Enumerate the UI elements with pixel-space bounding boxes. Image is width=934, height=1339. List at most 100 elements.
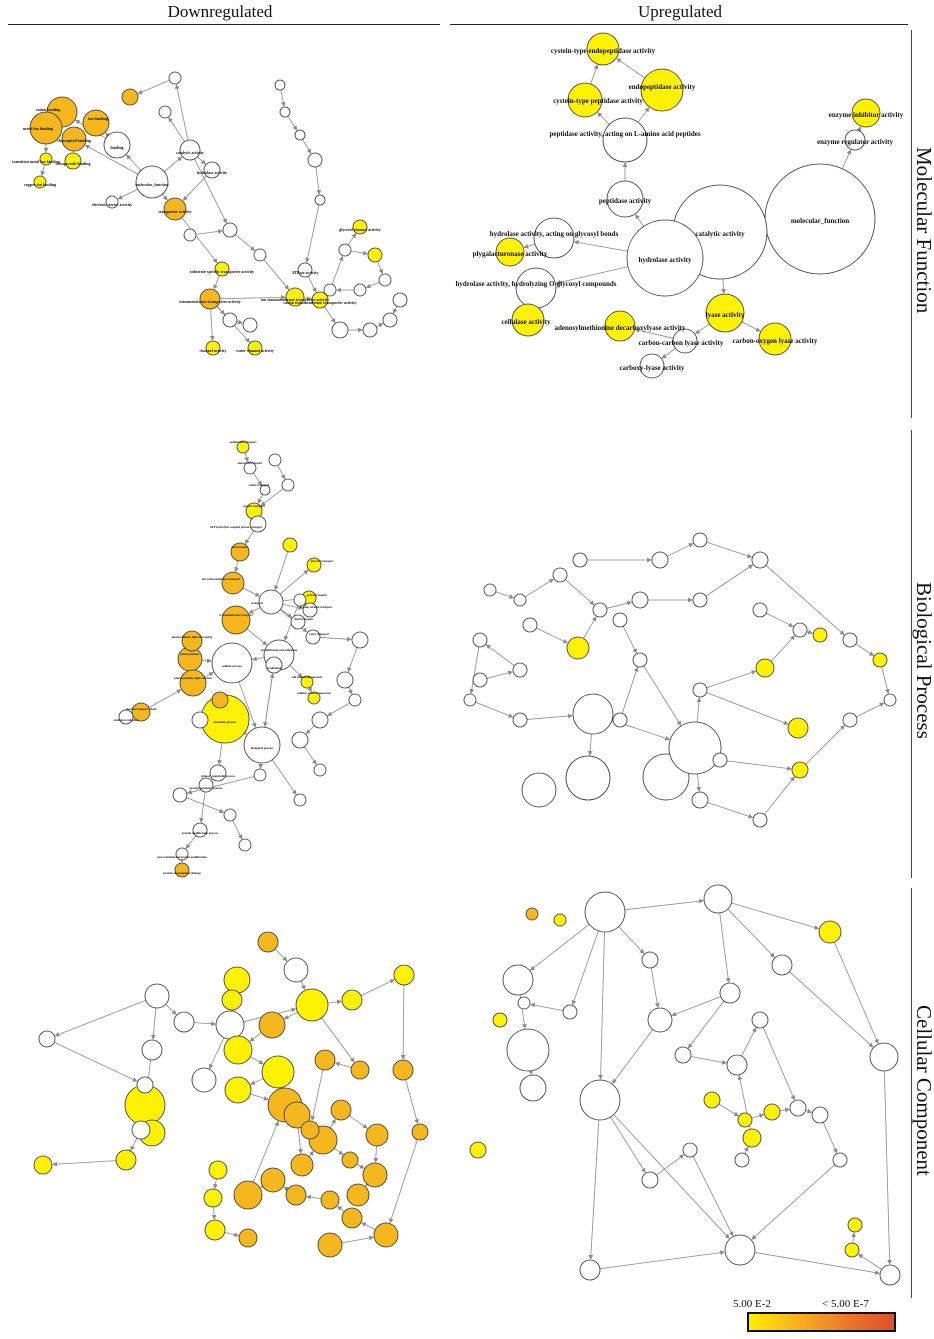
cc_up-node (525, 907, 539, 921)
mf_down-node (64, 152, 82, 170)
mf_down-node-label: metal ion binding (23, 126, 53, 131)
cc_down-node (350, 1060, 370, 1080)
bp_down-node (290, 614, 306, 630)
cc_down-edge (405, 1079, 419, 1125)
mf_up-edge (635, 214, 645, 227)
bp_down-node-label: transmembrane transport (219, 613, 252, 617)
mf_up-node-label: carbon-oxygen lyase activity (733, 337, 818, 345)
mf_up-node (758, 322, 792, 356)
cc_up-node (703, 884, 733, 914)
mf_down-edge (263, 259, 290, 290)
bp_down-edge (217, 742, 223, 765)
bp_down-node (282, 537, 298, 553)
bp_up-node (712, 752, 728, 768)
mf_down-edge (315, 166, 322, 195)
cc_up-edge (650, 967, 660, 1008)
cc_up-edge (751, 1164, 836, 1240)
bp_down-node (336, 671, 354, 689)
bp_down-edge (242, 587, 261, 597)
mf_down-edge (235, 234, 256, 252)
bp_up-edge (881, 666, 890, 694)
bp_down-node-label: oxidation reduction (113, 718, 138, 722)
cc_up-node (506, 1028, 550, 1072)
bp_up-edge (486, 670, 514, 679)
mf_up-node-label: cystein-type peptidase activity (553, 97, 643, 105)
bp_up-node (792, 622, 808, 638)
cc_up-edge (789, 971, 874, 1048)
mf_down-node (39, 152, 53, 166)
mf_down-edge (331, 255, 344, 285)
cc_up-edge (588, 1119, 600, 1260)
cc_down-edge (209, 1037, 225, 1069)
bp_down-edge (244, 530, 255, 545)
bp_up-node (565, 755, 611, 801)
cc_down-node (362, 1162, 388, 1188)
bp_up-edge (606, 600, 633, 609)
bp_up-edge (622, 626, 637, 654)
cc_up-node (492, 1012, 508, 1028)
cc_down-edge (150, 1007, 157, 1040)
mf_down-node (311, 291, 329, 309)
cc_down-edge (252, 1120, 279, 1183)
cc_up-edge (833, 941, 879, 1044)
bp_up-edge (696, 697, 702, 723)
cc_down-node (373, 1222, 399, 1248)
bp_down-edge (260, 488, 284, 507)
cc_down-node (257, 931, 279, 953)
cc_up-node (726, 1054, 748, 1076)
mf_down-node (179, 139, 201, 161)
mf_down-edge (168, 117, 185, 142)
bp_up-edge (469, 646, 480, 694)
cc_up-edge (851, 1232, 856, 1244)
mf_down-node (247, 340, 263, 356)
cc_down-edge (341, 1235, 374, 1244)
bp_up-edge (726, 760, 792, 771)
bp_down-node (307, 691, 321, 705)
bp_down-edge (289, 665, 303, 678)
mf_up-node (515, 267, 557, 309)
column-header-downregulated: Downregulated (167, 2, 273, 21)
cc_up-edge (692, 1156, 734, 1237)
cc_up-edge (727, 908, 775, 958)
mf_up-node-label: hydrolase activity, hydrolyzing O-glycos… (456, 280, 617, 288)
bp_up-node (572, 552, 588, 568)
mf_up-node-label: carbon-carbon lyase activity (639, 339, 724, 347)
cc_up-edge (719, 912, 731, 983)
mf_down-node-label: tetrapyrrole binding (56, 161, 91, 166)
bp_up-node (812, 627, 828, 643)
mf_down-node-label: cation binding (36, 107, 61, 112)
mf_up-edge (856, 126, 862, 132)
bp_up-node (872, 652, 888, 668)
mf_down-edge (347, 233, 357, 246)
bp_down-node-label: fluid transport (295, 617, 314, 621)
bp_down-node (291, 731, 309, 749)
cc_down-edge (130, 1137, 138, 1151)
mf_down-edge (302, 139, 312, 154)
cc_down-node (285, 1184, 307, 1206)
cc_down-edge (250, 1078, 264, 1085)
mf_down-edge (324, 306, 336, 324)
mf_down-node (214, 261, 230, 277)
mf_down-node (323, 283, 337, 297)
bp_up-edge (696, 773, 702, 792)
row-header-biological-process: Biological Process (912, 581, 934, 739)
cc_down-node (393, 964, 415, 986)
bp_up-edge (764, 776, 795, 815)
mf_down-edge (105, 132, 111, 138)
mf_down-node (331, 321, 349, 339)
bp_down-edge (280, 608, 293, 618)
mf_down-node-label: molecular_function (135, 182, 169, 187)
bp_down-node-label: cellular water homeostasis (297, 691, 332, 695)
cc_up-edge (822, 1122, 838, 1154)
bp_up-node (755, 658, 775, 678)
cc_up-node (789, 1099, 807, 1117)
mf_down-node-label: transporter activity (158, 209, 191, 214)
mf_down-edge (377, 261, 384, 275)
bp_up-node (668, 721, 722, 775)
mf_down-node (121, 88, 139, 106)
bp_up-node (483, 583, 497, 597)
cc_down-edge (283, 1186, 289, 1192)
cc_down-node (283, 1101, 311, 1129)
bp_up-node (632, 652, 648, 668)
mf_down-node-label: hydrolase activity (197, 170, 227, 175)
